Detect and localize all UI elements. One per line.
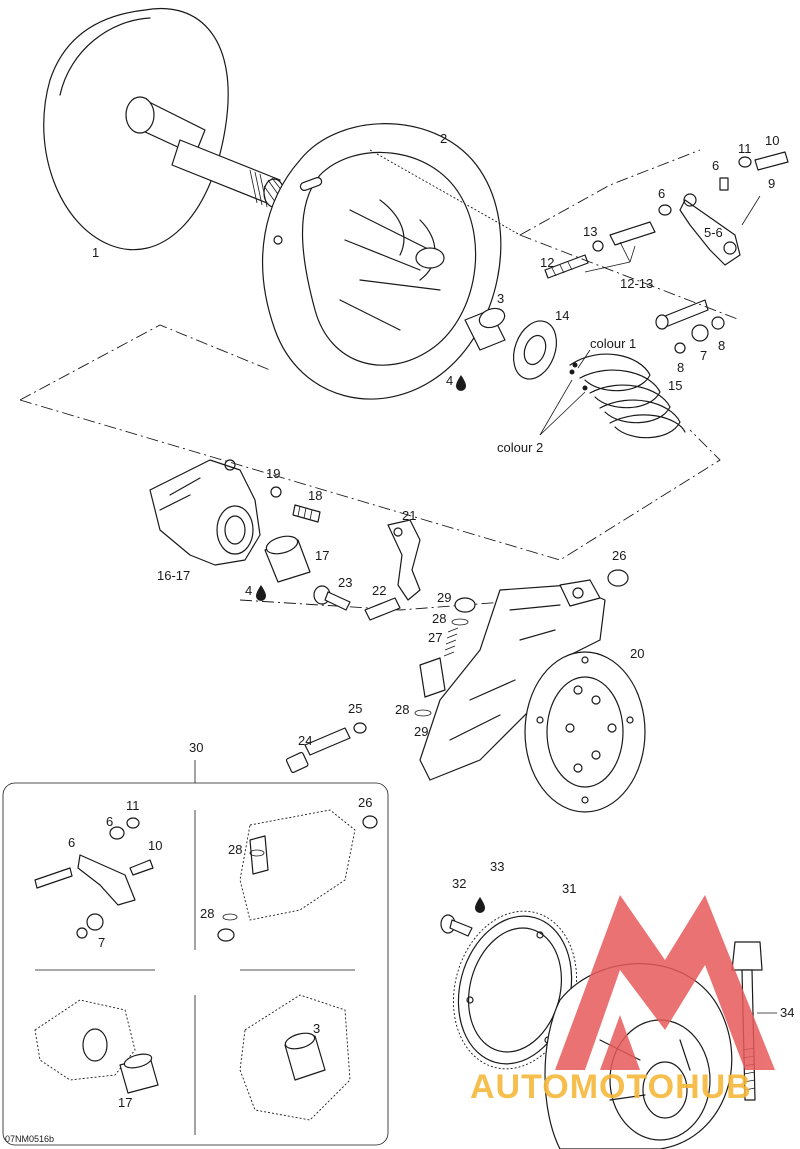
label-17: 17 bbox=[315, 548, 329, 563]
label-31: 31 bbox=[562, 881, 576, 896]
label-colour-1: colour 1 bbox=[590, 336, 636, 351]
label-26: 26 bbox=[612, 548, 626, 563]
part-18-19-screw-washer bbox=[270, 486, 321, 523]
figure-code: 07NM0516b bbox=[5, 1134, 54, 1144]
label-9: 9 bbox=[768, 176, 775, 191]
inset-label-26: 26 bbox=[358, 795, 372, 810]
label-24: 24 bbox=[298, 733, 312, 748]
part-15-spring bbox=[539, 349, 686, 439]
part-1-fixed-sheave bbox=[43, 8, 287, 251]
label-32: 32 bbox=[452, 876, 466, 891]
label-28b: 28 bbox=[395, 702, 409, 717]
part-24-25-bolt-washer bbox=[285, 722, 367, 773]
label-16-17: 16-17 bbox=[157, 568, 190, 583]
label-15: 15 bbox=[668, 378, 682, 393]
label-7: 7 bbox=[700, 348, 707, 363]
part-16-17-hub bbox=[149, 459, 261, 566]
oil-drop-icon bbox=[475, 897, 485, 913]
label-8a: 8 bbox=[677, 360, 684, 375]
label-22: 22 bbox=[372, 583, 386, 598]
part-2-movable-sheave bbox=[262, 123, 521, 400]
label-1: 1 bbox=[92, 245, 99, 260]
label-33: 33 bbox=[490, 859, 504, 874]
part-14-washer bbox=[512, 320, 558, 380]
label-6a: 6 bbox=[712, 158, 719, 173]
label-12-13: 12-13 bbox=[620, 276, 653, 291]
label-5-6: 5-6 bbox=[704, 225, 723, 240]
label-18: 18 bbox=[308, 488, 322, 503]
inset-label-6b: 6 bbox=[68, 835, 75, 850]
inset-label-17: 17 bbox=[118, 1095, 132, 1110]
part-23-screw bbox=[313, 585, 351, 611]
label-30: 30 bbox=[189, 740, 203, 755]
lever-assembly bbox=[544, 151, 789, 354]
automotohub-logo bbox=[555, 895, 775, 1070]
label-20: 20 bbox=[630, 646, 644, 661]
label-11: 11 bbox=[738, 141, 752, 156]
inset-label-28a: 28 bbox=[228, 842, 242, 857]
label-colour-2: colour 2 bbox=[497, 440, 543, 455]
inset-label-11: 11 bbox=[126, 798, 140, 813]
label-13: 13 bbox=[583, 224, 597, 239]
label-23: 23 bbox=[338, 575, 352, 590]
part-32-screw bbox=[440, 914, 473, 937]
part-22-pin bbox=[364, 597, 401, 621]
label-4b: 4 bbox=[245, 583, 252, 598]
oil-drop-icon bbox=[456, 375, 466, 391]
part-20-housing bbox=[419, 569, 646, 813]
label-4a: 4 bbox=[446, 373, 453, 388]
label-14: 14 bbox=[555, 308, 569, 323]
label-3: 3 bbox=[497, 291, 504, 306]
label-2: 2 bbox=[440, 131, 447, 146]
inset-label-6a: 6 bbox=[106, 814, 113, 829]
label-8b: 8 bbox=[718, 338, 725, 353]
label-28a: 28 bbox=[432, 611, 446, 626]
inset-kit-30 bbox=[2, 760, 389, 1146]
watermark-text: AUTOMOTOHUB bbox=[470, 1068, 752, 1106]
callout-labels: 1 2 3 4 4 5-6 6 6 7 8 8 9 10 11 12 13 12… bbox=[92, 131, 794, 1020]
label-21: 21 bbox=[402, 508, 416, 523]
label-6b: 6 bbox=[658, 186, 665, 201]
part-17-bushing bbox=[264, 535, 311, 583]
inset-label-10: 10 bbox=[148, 838, 162, 853]
label-25: 25 bbox=[348, 701, 362, 716]
label-12: 12 bbox=[540, 255, 554, 270]
part-21-lever bbox=[387, 519, 421, 601]
label-27: 27 bbox=[428, 630, 442, 645]
inset-label-28b: 28 bbox=[200, 906, 214, 921]
label-34: 34 bbox=[780, 1005, 794, 1020]
label-19: 19 bbox=[266, 466, 280, 481]
oil-drop-icon bbox=[256, 585, 266, 601]
inset-label-7: 7 bbox=[98, 935, 105, 950]
part-3-bushing bbox=[464, 307, 506, 351]
label-29a: 29 bbox=[437, 590, 451, 605]
inset-label-3: 3 bbox=[313, 1021, 320, 1036]
inset-labels: 11 6 6 10 7 26 28 28 3 17 bbox=[68, 795, 372, 1110]
label-10: 10 bbox=[765, 133, 779, 148]
label-29b: 29 bbox=[414, 724, 428, 739]
